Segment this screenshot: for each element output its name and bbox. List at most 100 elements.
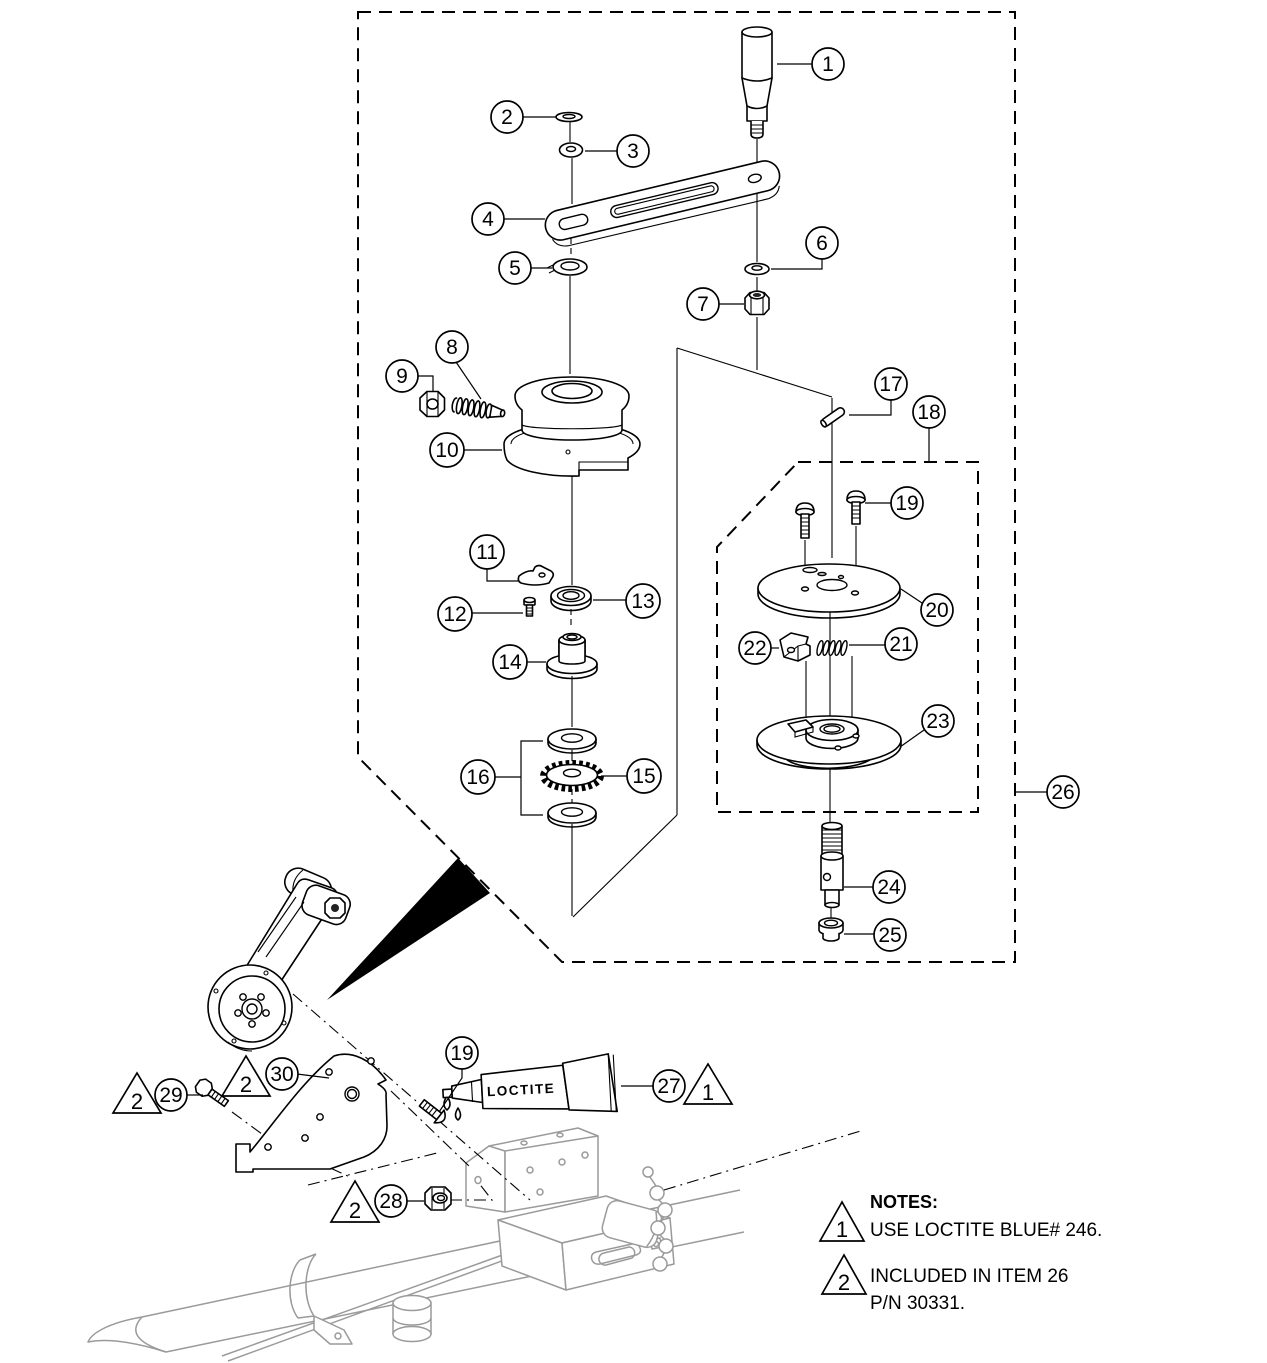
svg-text:7: 7: [697, 293, 709, 316]
crank-link-chain: [642, 1166, 674, 1272]
notes-heading: NOTES:: [870, 1192, 938, 1212]
svg-text:9: 9: [396, 365, 408, 388]
part-screw-19-left: [795, 502, 815, 539]
callout-18: 18: [912, 395, 946, 461]
part-set-screw-8: [451, 397, 506, 419]
svg-text:29: 29: [159, 1084, 182, 1107]
part-plate-20: [757, 563, 901, 619]
svg-text:22: 22: [743, 637, 766, 660]
svg-text:28: 28: [379, 1190, 402, 1213]
callout-2: 2: [490, 100, 556, 134]
callout-11: 11: [469, 534, 518, 582]
callout-30: 30: [265, 1057, 330, 1091]
part-bushing-25: [818, 917, 844, 942]
part-pin-17: [820, 407, 846, 428]
svg-text:2: 2: [838, 1270, 850, 1295]
svg-text:14: 14: [498, 651, 522, 674]
mount-bracket: [465, 1127, 599, 1213]
svg-text:1: 1: [702, 1080, 714, 1105]
callouts: 1 2 3 4 5 6 7 8 9 10 11 12 13 14 15 16 1…: [154, 47, 1080, 1218]
triangle-flags: 2 2 2 1: [111, 1054, 734, 1223]
svg-text:23: 23: [926, 710, 949, 733]
svg-text:2: 2: [501, 106, 513, 129]
note2-flag: 2: [820, 1253, 868, 1295]
note1-flag: 1: [818, 1200, 866, 1242]
part-spring-21: [816, 639, 848, 657]
svg-text:24: 24: [877, 876, 901, 899]
part-bushing-13: [550, 585, 592, 612]
svg-text:11: 11: [476, 541, 498, 564]
callout-19-top: 19: [865, 486, 924, 520]
svg-text:1: 1: [836, 1217, 848, 1242]
callout-19-bottom: 19: [438, 1036, 479, 1113]
callout-26: 26: [1016, 775, 1080, 809]
part-clip-11: [517, 564, 555, 586]
inner-dashed-boundary: [716, 461, 979, 813]
part-flange-nut-14: [546, 632, 598, 680]
callout-4: 4: [471, 202, 545, 236]
callout-9: 9: [385, 359, 434, 393]
part-washer-2: [555, 111, 583, 123]
callout-6: 6: [771, 226, 839, 270]
part-lock-washer-5: [546, 258, 588, 276]
svg-text:2: 2: [240, 1072, 252, 1097]
part-housing-10: [503, 376, 641, 477]
callout-1: 1: [777, 47, 845, 81]
svg-text:6: 6: [816, 232, 828, 255]
flag-2-near-28: 2: [329, 1179, 381, 1223]
part-handle-knob: [741, 26, 773, 139]
part-washer-16-top: [547, 728, 597, 754]
assembled-handle: [207, 867, 352, 1052]
svg-text:26: 26: [1051, 781, 1074, 804]
callout-23: 23: [899, 704, 955, 748]
svg-text:2: 2: [349, 1198, 361, 1223]
part-ratchet-disc-23: [756, 715, 902, 770]
notes-block: 1 NOTES: USE LOCTITE BLUE# 246. 2 INCLUD…: [818, 1192, 1102, 1314]
svg-text:30: 30: [270, 1063, 293, 1086]
callout-15: 15: [601, 758, 662, 794]
part-screw-19-right: [846, 490, 866, 525]
svg-text:21: 21: [889, 633, 912, 656]
callout-10: 10: [429, 432, 502, 468]
callout-20: 20: [900, 588, 954, 627]
svg-text:2: 2: [131, 1089, 143, 1114]
part-nut-28: [424, 1186, 452, 1211]
callout-14: 14: [492, 644, 546, 680]
svg-text:18: 18: [917, 401, 940, 424]
roller: [392, 1294, 432, 1343]
part-pawl-22: [779, 632, 811, 662]
part-washer-6: [744, 262, 770, 276]
callout-25: 25: [844, 918, 907, 952]
svg-text:27: 27: [657, 1075, 680, 1098]
svg-text:19: 19: [450, 1042, 473, 1065]
callout-12: 12: [437, 596, 523, 632]
part-screw-12: [523, 596, 536, 617]
callout-7: 7: [686, 287, 744, 321]
part-screw-19-bottom: [418, 1098, 446, 1124]
svg-text:4: 4: [482, 208, 494, 231]
jack-frame-assembly: [87, 1127, 745, 1362]
callout-17: 17: [849, 367, 908, 416]
callout-24: 24: [844, 870, 906, 904]
callout-16: 16: [460, 740, 543, 816]
svg-text:25: 25: [878, 924, 901, 947]
svg-text:12: 12: [443, 603, 466, 626]
part-crank-arm: [544, 160, 781, 247]
svg-text:16: 16: [466, 766, 489, 789]
svg-text:10: 10: [435, 439, 458, 462]
note1-text: USE LOCTITE BLUE# 246.: [870, 1220, 1102, 1241]
svg-text:3: 3: [627, 140, 639, 163]
svg-text:20: 20: [925, 599, 948, 622]
svg-text:5: 5: [509, 257, 521, 280]
part-nut-9: [419, 390, 446, 418]
callout-21: 21: [849, 627, 918, 661]
svg-text:15: 15: [632, 765, 655, 788]
flag-1-near-27: 1: [682, 1062, 734, 1105]
part-bolt-29: [194, 1078, 230, 1108]
part-nut-7: [744, 290, 770, 316]
loctite-brand-label: LOCTITE: [487, 1081, 556, 1100]
svg-text:1: 1: [822, 53, 834, 76]
callout-8: 8: [435, 330, 482, 400]
svg-text:8: 8: [446, 336, 458, 359]
